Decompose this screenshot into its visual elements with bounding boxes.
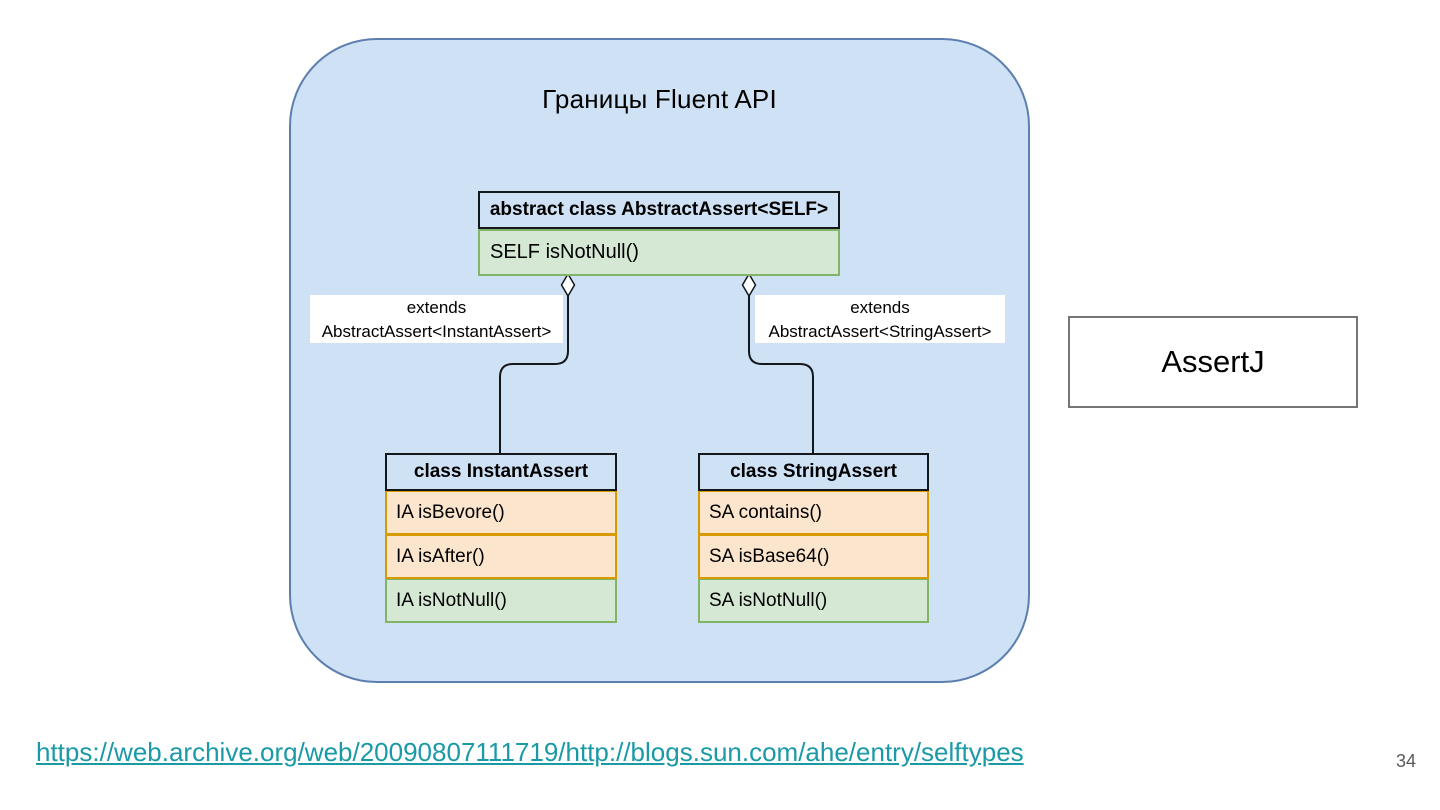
extends-label-instant: extends AbstractAssert<InstantAssert> [310,295,563,343]
extends-label-string: extends AbstractAssert<StringAssert> [755,295,1005,343]
extends-type: AbstractAssert<StringAssert> [768,321,992,341]
abstract-class-method-row: SELF isNotNull() [478,229,840,276]
abstract-class-header: abstract class AbstractAssert<SELF> [478,191,840,229]
class-header: class InstantAssert [385,453,617,491]
page-number: 34 [1395,751,1416,771]
method-row: SA isNotNull() [698,579,929,623]
assertj-label-box: AssertJ [1068,316,1358,408]
method-row: SA contains() [698,491,929,535]
extends-type: AbstractAssert<InstantAssert> [321,321,552,341]
extends-keyword: extends [850,298,910,317]
method-row: IA isAfter() [385,535,617,579]
class-box-instant-assert: class InstantAssert IA isBevore() IA isA… [385,453,617,623]
diagram-title: Границы Fluent API [542,84,777,114]
extends-keyword: extends [406,298,467,317]
class-header: class StringAssert [698,453,929,491]
class-box-string-assert: class StringAssert SA contains() SA isBa… [698,453,929,623]
source-hyperlink[interactable]: https://web.archive.org/web/200908071117… [36,737,1024,767]
method-row: SA isBase64() [698,535,929,579]
method-row: IA isBevore() [385,491,617,535]
method-row: IA isNotNull() [385,579,617,623]
